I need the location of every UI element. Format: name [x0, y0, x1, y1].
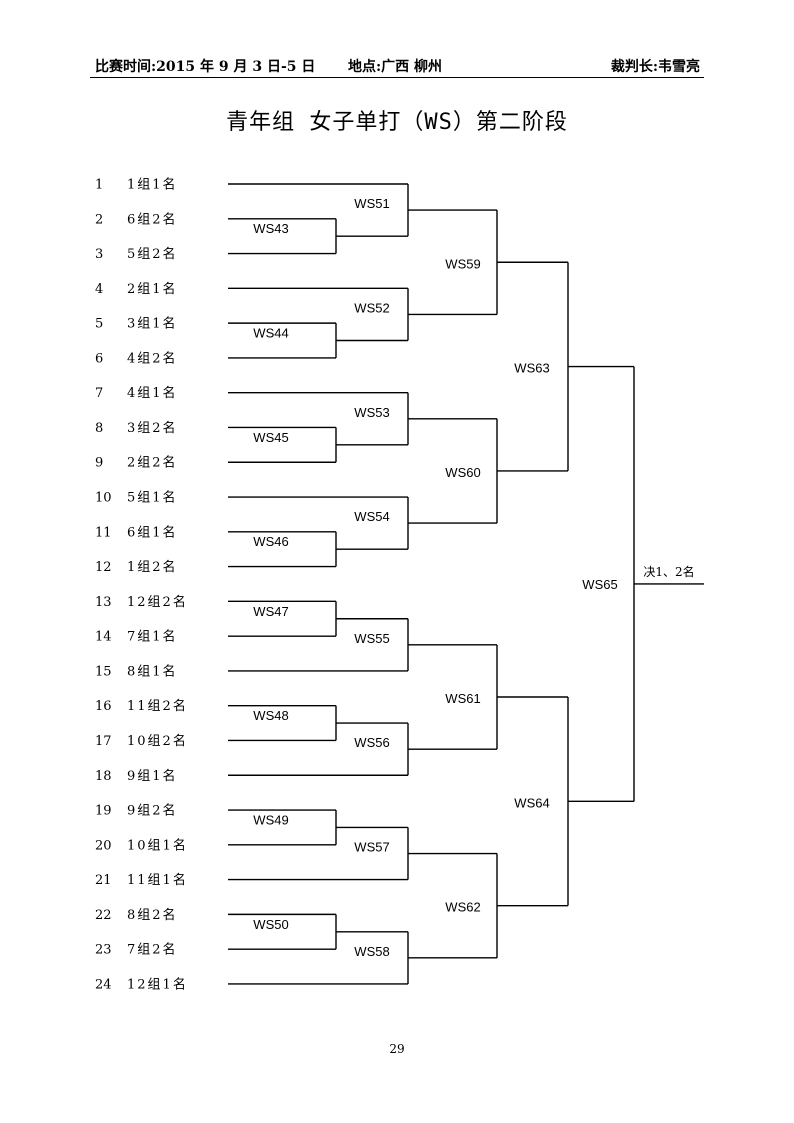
match-label-ws59: WS59	[445, 256, 480, 271]
seed-number: 24	[95, 977, 112, 992]
seed-group-rank: 10组2名	[127, 733, 188, 749]
seed-number: 14	[95, 630, 112, 645]
seed-number: 23	[95, 943, 112, 958]
match-label-ws50: WS50	[253, 917, 288, 932]
seed-group-rank: 8组1名	[127, 663, 178, 679]
match-label-ws51: WS51	[354, 196, 389, 211]
seed-number: 2	[95, 212, 103, 227]
match-label-ws46: WS46	[253, 534, 288, 549]
seed-number: 8	[95, 421, 103, 436]
match-label-ws49: WS49	[253, 812, 288, 827]
seed-group-rank: 12组1名	[127, 976, 188, 992]
match-label-ws64: WS64	[514, 795, 549, 810]
page-number: 29	[389, 1042, 405, 1056]
seed-number: 4	[95, 282, 103, 297]
seed-group-rank: 11组1名	[127, 872, 188, 888]
match-label-ws55: WS55	[354, 631, 389, 646]
seed-group-rank: 2组2名	[127, 455, 178, 471]
seed-group-rank: 3组1名	[127, 316, 178, 332]
match-label-ws63: WS63	[514, 361, 549, 376]
seed-group-rank: 6组2名	[127, 211, 178, 227]
seed-group-rank: 7组1名	[127, 629, 178, 645]
seed-number: 22	[95, 908, 112, 923]
seed-group-rank: 10组1名	[127, 837, 188, 853]
seed-group-rank: 7组2名	[127, 942, 178, 958]
seed-group-rank: 5组2名	[127, 246, 178, 262]
match-label-ws58: WS58	[354, 944, 389, 959]
match-label-ws62: WS62	[445, 900, 480, 915]
seed-group-rank: 3组2名	[127, 420, 178, 436]
seed-group-rank: 9组2名	[127, 803, 178, 819]
seed-group-rank: 1组2名	[127, 559, 178, 575]
match-label-ws57: WS57	[354, 840, 389, 855]
header-chief-referee: 裁判长:韦雪亮	[610, 59, 700, 75]
seed-group-rank: 4组1名	[127, 385, 178, 401]
seed-group-rank: 2组1名	[127, 281, 178, 297]
match-label-ws52: WS52	[354, 300, 389, 315]
seed-number: 15	[95, 664, 112, 679]
match-label-ws47: WS47	[253, 604, 288, 619]
seed-number: 16	[95, 699, 112, 714]
page-title: 青年组 女子单打（WS）第二阶段	[226, 110, 568, 135]
seed-number: 1	[95, 178, 103, 193]
match-label-ws61: WS61	[445, 691, 480, 706]
final-placement-label: 决1、2名	[643, 564, 694, 579]
seed-group-rank: 6组1名	[127, 524, 178, 540]
seed-number: 20	[95, 838, 112, 853]
seed-number: 7	[95, 386, 103, 401]
seed-group-rank: 5组1名	[127, 490, 178, 506]
seed-group-rank: 9组1名	[127, 768, 178, 784]
seed-number: 5	[95, 317, 103, 332]
match-label-ws43: WS43	[253, 221, 288, 236]
header-venue: 地点:广西 柳州	[348, 59, 443, 75]
seed-number: 12	[95, 560, 112, 575]
seed-number: 13	[95, 595, 112, 610]
seed-number: 10	[95, 491, 112, 506]
seed-number: 18	[95, 769, 112, 784]
match-label-ws65: WS65	[582, 577, 617, 592]
seed-number: 17	[95, 734, 112, 749]
seed-number: 19	[95, 804, 112, 819]
seed-number: 11	[95, 525, 112, 540]
match-label-ws44: WS44	[253, 326, 288, 341]
seed-number: 6	[95, 351, 103, 366]
seed-group-rank: 12组2名	[127, 594, 188, 610]
seed-number: 21	[95, 873, 112, 888]
seed-group-rank: 11组2名	[127, 698, 188, 714]
match-label-ws54: WS54	[354, 509, 389, 524]
seed-group-rank: 1组1名	[127, 177, 178, 193]
seed-number: 3	[95, 247, 103, 262]
header-divider	[90, 77, 704, 78]
match-label-ws56: WS56	[354, 735, 389, 750]
match-label-ws45: WS45	[253, 430, 288, 445]
match-label-ws48: WS48	[253, 708, 288, 723]
header-competition-time: 比赛时间:2015 年 9 月 3 日-5 日	[95, 59, 316, 75]
seed-number: 9	[95, 456, 103, 471]
match-label-ws53: WS53	[354, 405, 389, 420]
seed-group-rank: 8组2名	[127, 907, 178, 923]
match-label-ws60: WS60	[445, 465, 480, 480]
seed-group-rank: 4组2名	[127, 350, 178, 366]
